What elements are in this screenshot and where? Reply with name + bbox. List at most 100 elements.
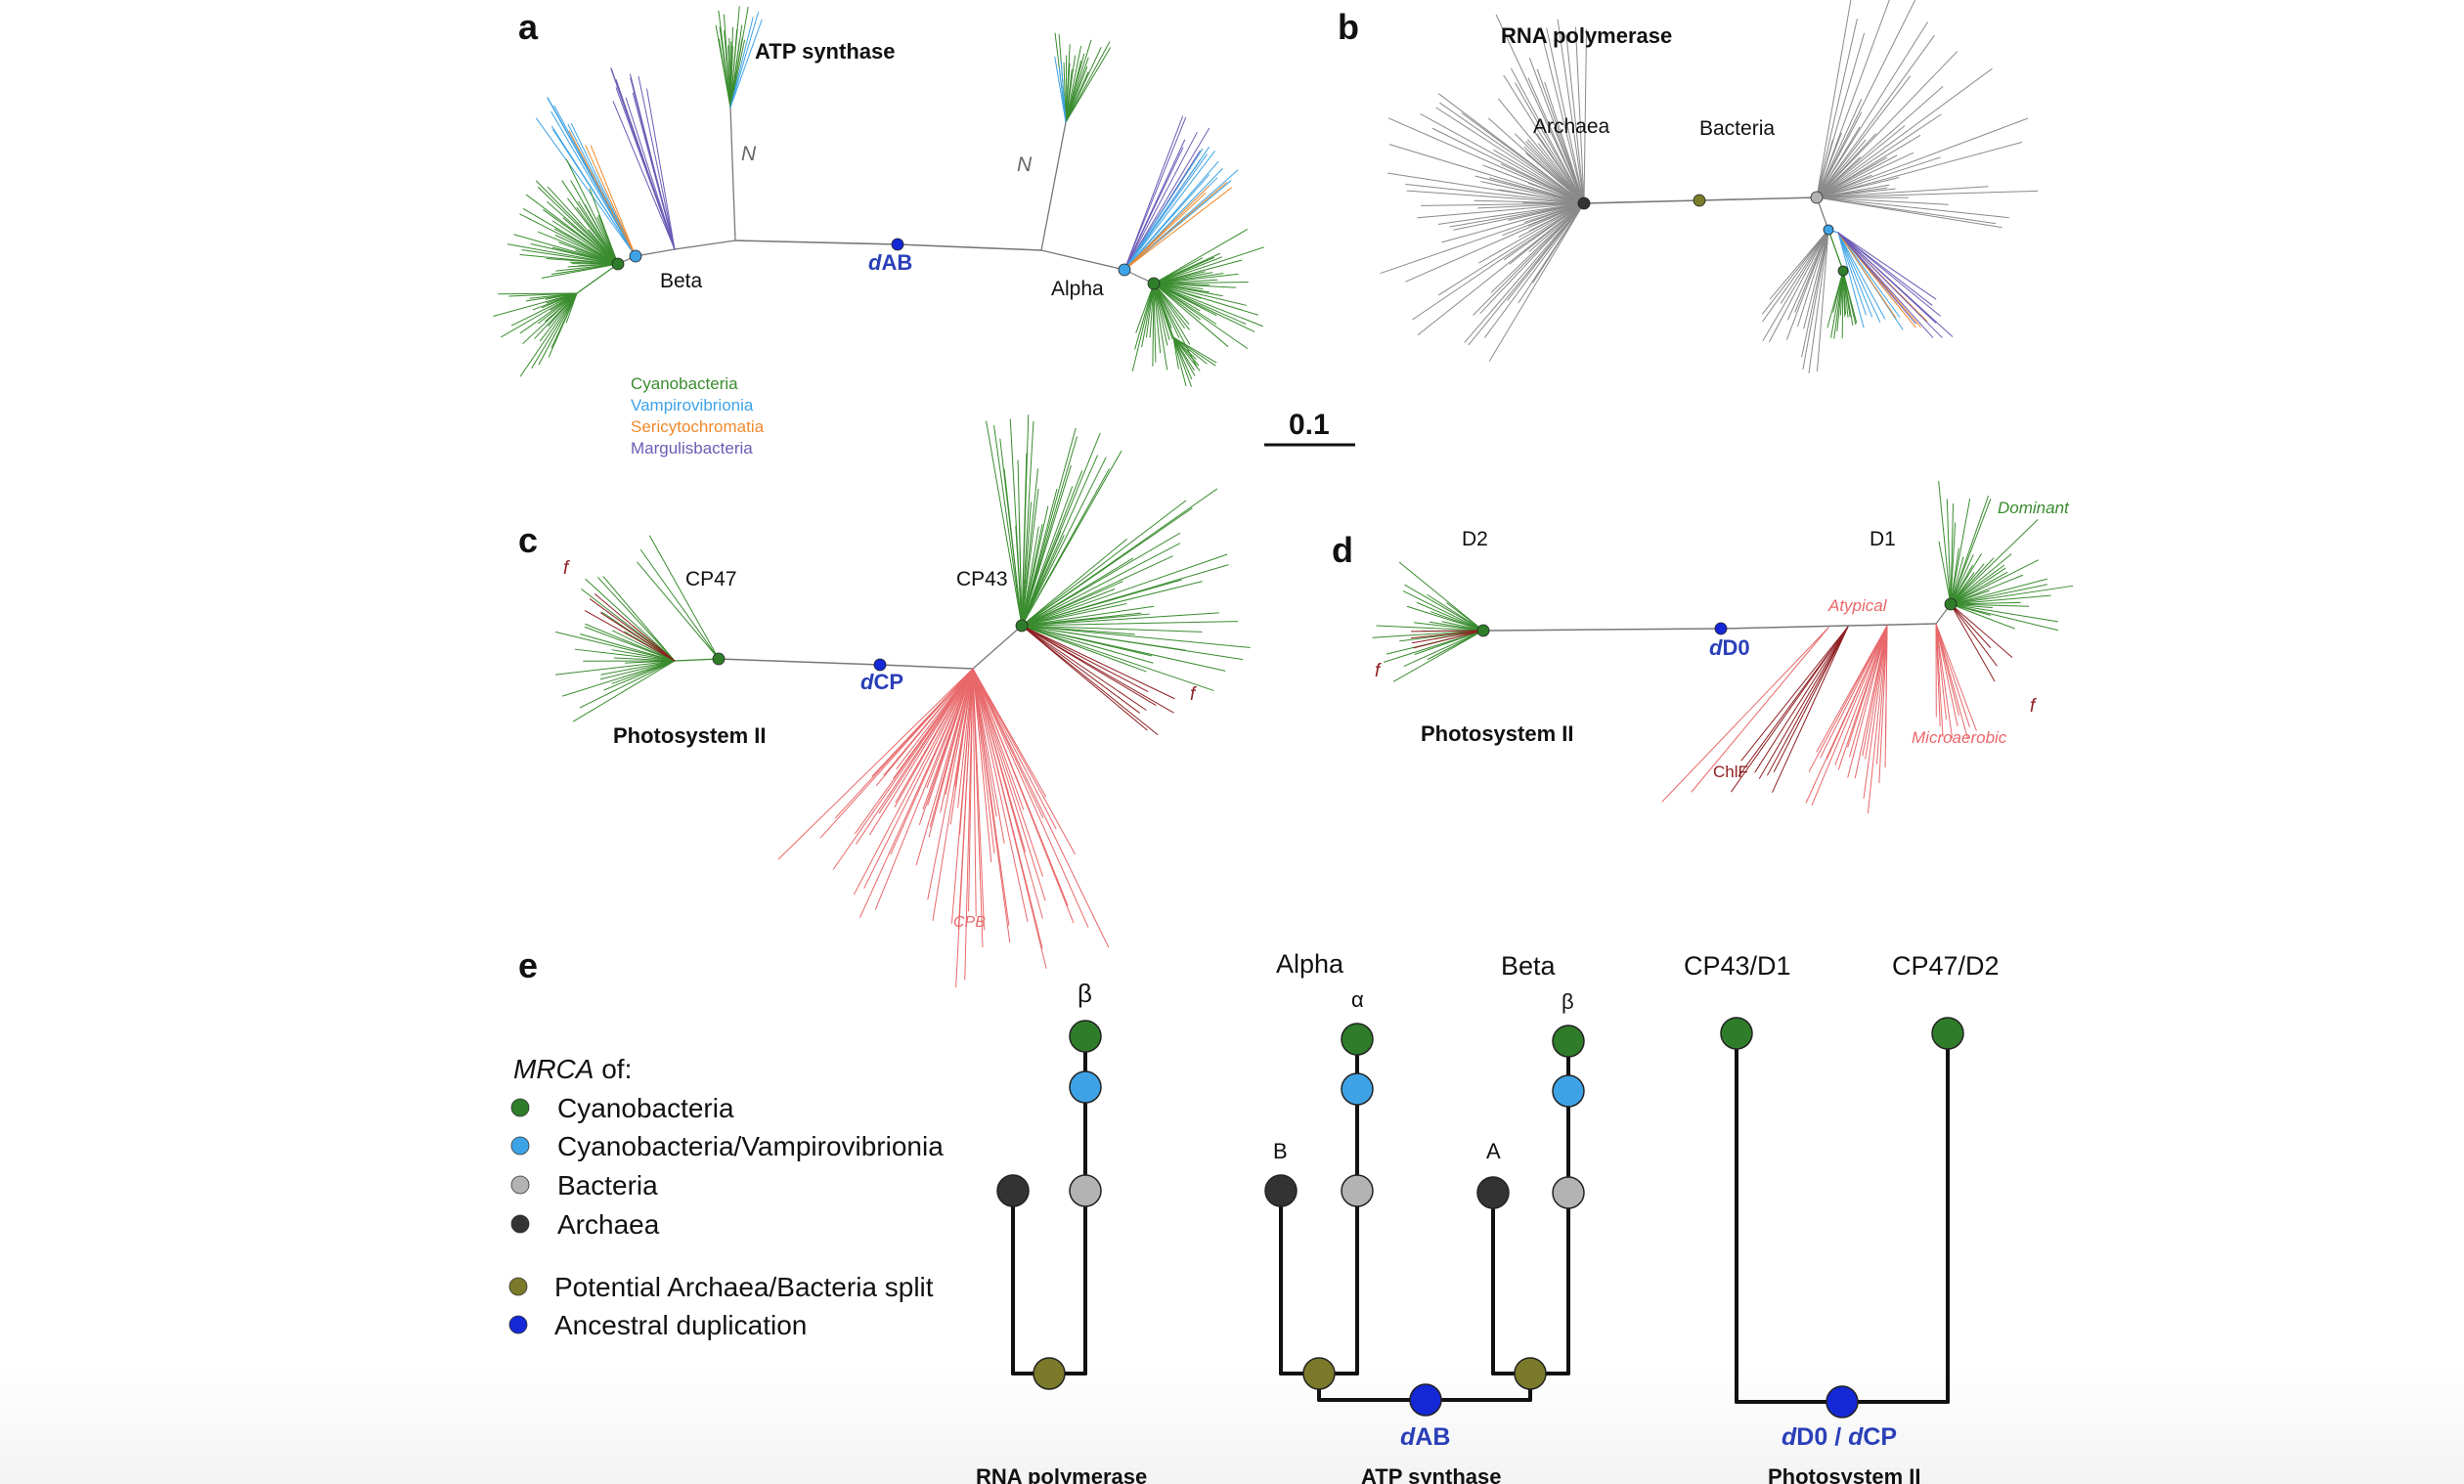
panel-c-cp43-clade bbox=[1021, 625, 1214, 691]
panel-a-alpha-cyano bbox=[1153, 246, 1264, 284]
panel-d-microaerobic bbox=[1848, 625, 1888, 758]
schematic-lines-layer bbox=[1011, 1032, 1950, 1404]
panel-c-cp47-clade bbox=[600, 660, 676, 676]
panel-d-chlf bbox=[1758, 626, 1849, 779]
panel-b-vampiro bbox=[1837, 232, 1886, 320]
schematic-atp-node-archaea-b bbox=[1264, 1174, 1298, 1207]
panel-c-node-cp43 bbox=[1015, 619, 1029, 633]
panel-b-archaea-clade bbox=[1473, 202, 1585, 316]
schematic-atp-title: ATP synthase bbox=[1361, 1464, 1501, 1484]
panel-b-vampiro bbox=[1837, 232, 1881, 324]
panel-a-alpha-cyano bbox=[1172, 336, 1192, 387]
panel-b-bacteria-clade bbox=[1808, 229, 1829, 373]
panel-b-margulis bbox=[1837, 232, 1916, 325]
panel-c-title: Photosystem II bbox=[613, 723, 766, 748]
panel-b-bacteria-clade bbox=[1816, 22, 1928, 198]
panel-c-cp43-clade bbox=[1021, 625, 1251, 648]
panel-c-cpb-clade bbox=[972, 668, 1043, 877]
panel-a-n-clade-left bbox=[729, 19, 763, 109]
panel-a-n-left: N bbox=[741, 143, 757, 165]
panel-c-cp43-label: CP43 bbox=[956, 568, 1008, 590]
panel-a-alpha-cyano bbox=[1153, 283, 1223, 297]
panel-c-cpb-clade bbox=[915, 668, 974, 866]
panel-a-vampiro bbox=[1123, 153, 1208, 271]
panel-b-archaea-clade bbox=[1490, 202, 1585, 293]
mrca-legend-dot bbox=[508, 1315, 528, 1334]
panel-a-n-clade-left bbox=[729, 28, 738, 109]
panel-a-beta-cyano bbox=[525, 194, 619, 265]
panel-a-margulis bbox=[1123, 116, 1187, 271]
panel-b-archaea-clade bbox=[1528, 57, 1585, 204]
panel-b-bacteria-clade bbox=[1816, 75, 1912, 198]
panel-c-cpb-clade bbox=[927, 668, 974, 900]
panel-c-cp43-clade bbox=[1021, 420, 1034, 627]
panel-a-alpha-cyano bbox=[1153, 229, 1249, 284]
panel-a-n-clade-left bbox=[729, 11, 760, 109]
panel-c-cp43-f bbox=[1021, 625, 1148, 731]
schematic-rna-node-archaea bbox=[996, 1174, 1030, 1207]
panel-b-archaea-clade bbox=[1565, 34, 1585, 204]
panel-a-alpha-cyano bbox=[1172, 336, 1196, 376]
panel-d-dominant bbox=[1950, 584, 2048, 605]
panel-c-cp47-clade bbox=[639, 549, 720, 660]
panel-d-d2-clade bbox=[1427, 630, 1484, 661]
panel-b-archaea-clade bbox=[1503, 74, 1585, 204]
schematic-atp-node-split-right bbox=[1514, 1357, 1547, 1390]
schematic-ps-node-duplication bbox=[1826, 1385, 1859, 1419]
panel-letter-e: e bbox=[518, 945, 538, 985]
panel-b-bacteria-clade bbox=[1816, 156, 1941, 198]
panel-d-atypical-label: Atypical bbox=[1827, 596, 1888, 615]
mrca-legend-cyano-vampiro: Cyanobacteria/Vampirovibrionia bbox=[557, 1131, 944, 1161]
panel-c-cpb-clade bbox=[957, 668, 974, 930]
panel-letter-c: c bbox=[518, 520, 538, 560]
panel-b-bacteria-clade bbox=[1816, 19, 1858, 198]
panel-d-dominant bbox=[1950, 502, 1955, 605]
panel-c-cp47-clade bbox=[599, 660, 676, 680]
panel-c-cpb-clade bbox=[863, 668, 974, 889]
panel-b-bacteria-clade bbox=[1816, 141, 2023, 198]
panel-d-microaerobic bbox=[1935, 623, 1954, 739]
panel-c-cp43-clade bbox=[1021, 543, 1181, 627]
panel-d-dominant bbox=[1950, 564, 2005, 605]
mrca-legend-cyanobacteria: Cyanobacteria bbox=[557, 1093, 734, 1123]
panel-b-bacteria-clade bbox=[1816, 229, 1829, 372]
panel-d-microaerobic bbox=[1875, 625, 1888, 764]
panel-c-cp47-clade bbox=[611, 649, 676, 662]
panel-b-margulis bbox=[1837, 232, 1941, 317]
panel-b-vampiro bbox=[1837, 232, 1873, 318]
panel-c-cp43-clade bbox=[1021, 532, 1181, 627]
panel-b-bacteria-clade bbox=[1816, 188, 1896, 198]
schematic-atp-node-archaea-a bbox=[1476, 1176, 1510, 1209]
panel-d-dominant-label: Dominant bbox=[1998, 499, 2070, 517]
schematic-rna-beta: β bbox=[1078, 979, 1092, 1008]
panel-a-alpha-cyano bbox=[1172, 336, 1187, 386]
panel-a-beta-cyano bbox=[584, 203, 619, 265]
panel-b-archaea-clade bbox=[1439, 102, 1585, 204]
panel-a-alpha-cyano bbox=[1153, 283, 1229, 347]
panel-a-beta-label: Beta bbox=[660, 270, 703, 292]
panel-a-beta-cyano bbox=[501, 292, 578, 338]
panel-a-beta-cyano bbox=[519, 292, 578, 377]
panel-b-bacteria-clade bbox=[1769, 229, 1829, 343]
panel-b-archaea-clade bbox=[1498, 189, 1585, 204]
panel-c-cp47-clade bbox=[597, 577, 676, 662]
panel-b-margulis bbox=[1837, 232, 1933, 306]
panel-c-cp43-clade bbox=[1021, 605, 1155, 627]
panel-c-backbone bbox=[718, 658, 881, 666]
panel-b-bacteria-clade bbox=[1803, 229, 1829, 329]
schematic-ps-node-label: dD0 / dCP bbox=[1782, 1423, 1897, 1451]
panel-b-archaea-clade bbox=[1488, 117, 1585, 204]
panel-c-f-right: f bbox=[1190, 684, 1197, 705]
panel-b-node-vampiro bbox=[1823, 224, 1834, 236]
panel-c-cpb-clade bbox=[972, 668, 1005, 844]
panel-a-beta-cyano bbox=[576, 263, 619, 294]
panel-c-cpb-clade bbox=[972, 668, 1043, 949]
panel-a-beta-cyano bbox=[547, 186, 619, 265]
panel-d-d2-f bbox=[1410, 630, 1484, 633]
panel-a-alpha-cyano bbox=[1153, 283, 1185, 329]
panel-d-dominant bbox=[1950, 594, 2051, 605]
panel-d-dominant bbox=[1950, 601, 2021, 605]
panel-d-dominant bbox=[1950, 553, 2012, 605]
panel-d-chlf-label: ChlF bbox=[1713, 763, 1748, 781]
panel-a-alpha-cyano bbox=[1153, 283, 1170, 341]
